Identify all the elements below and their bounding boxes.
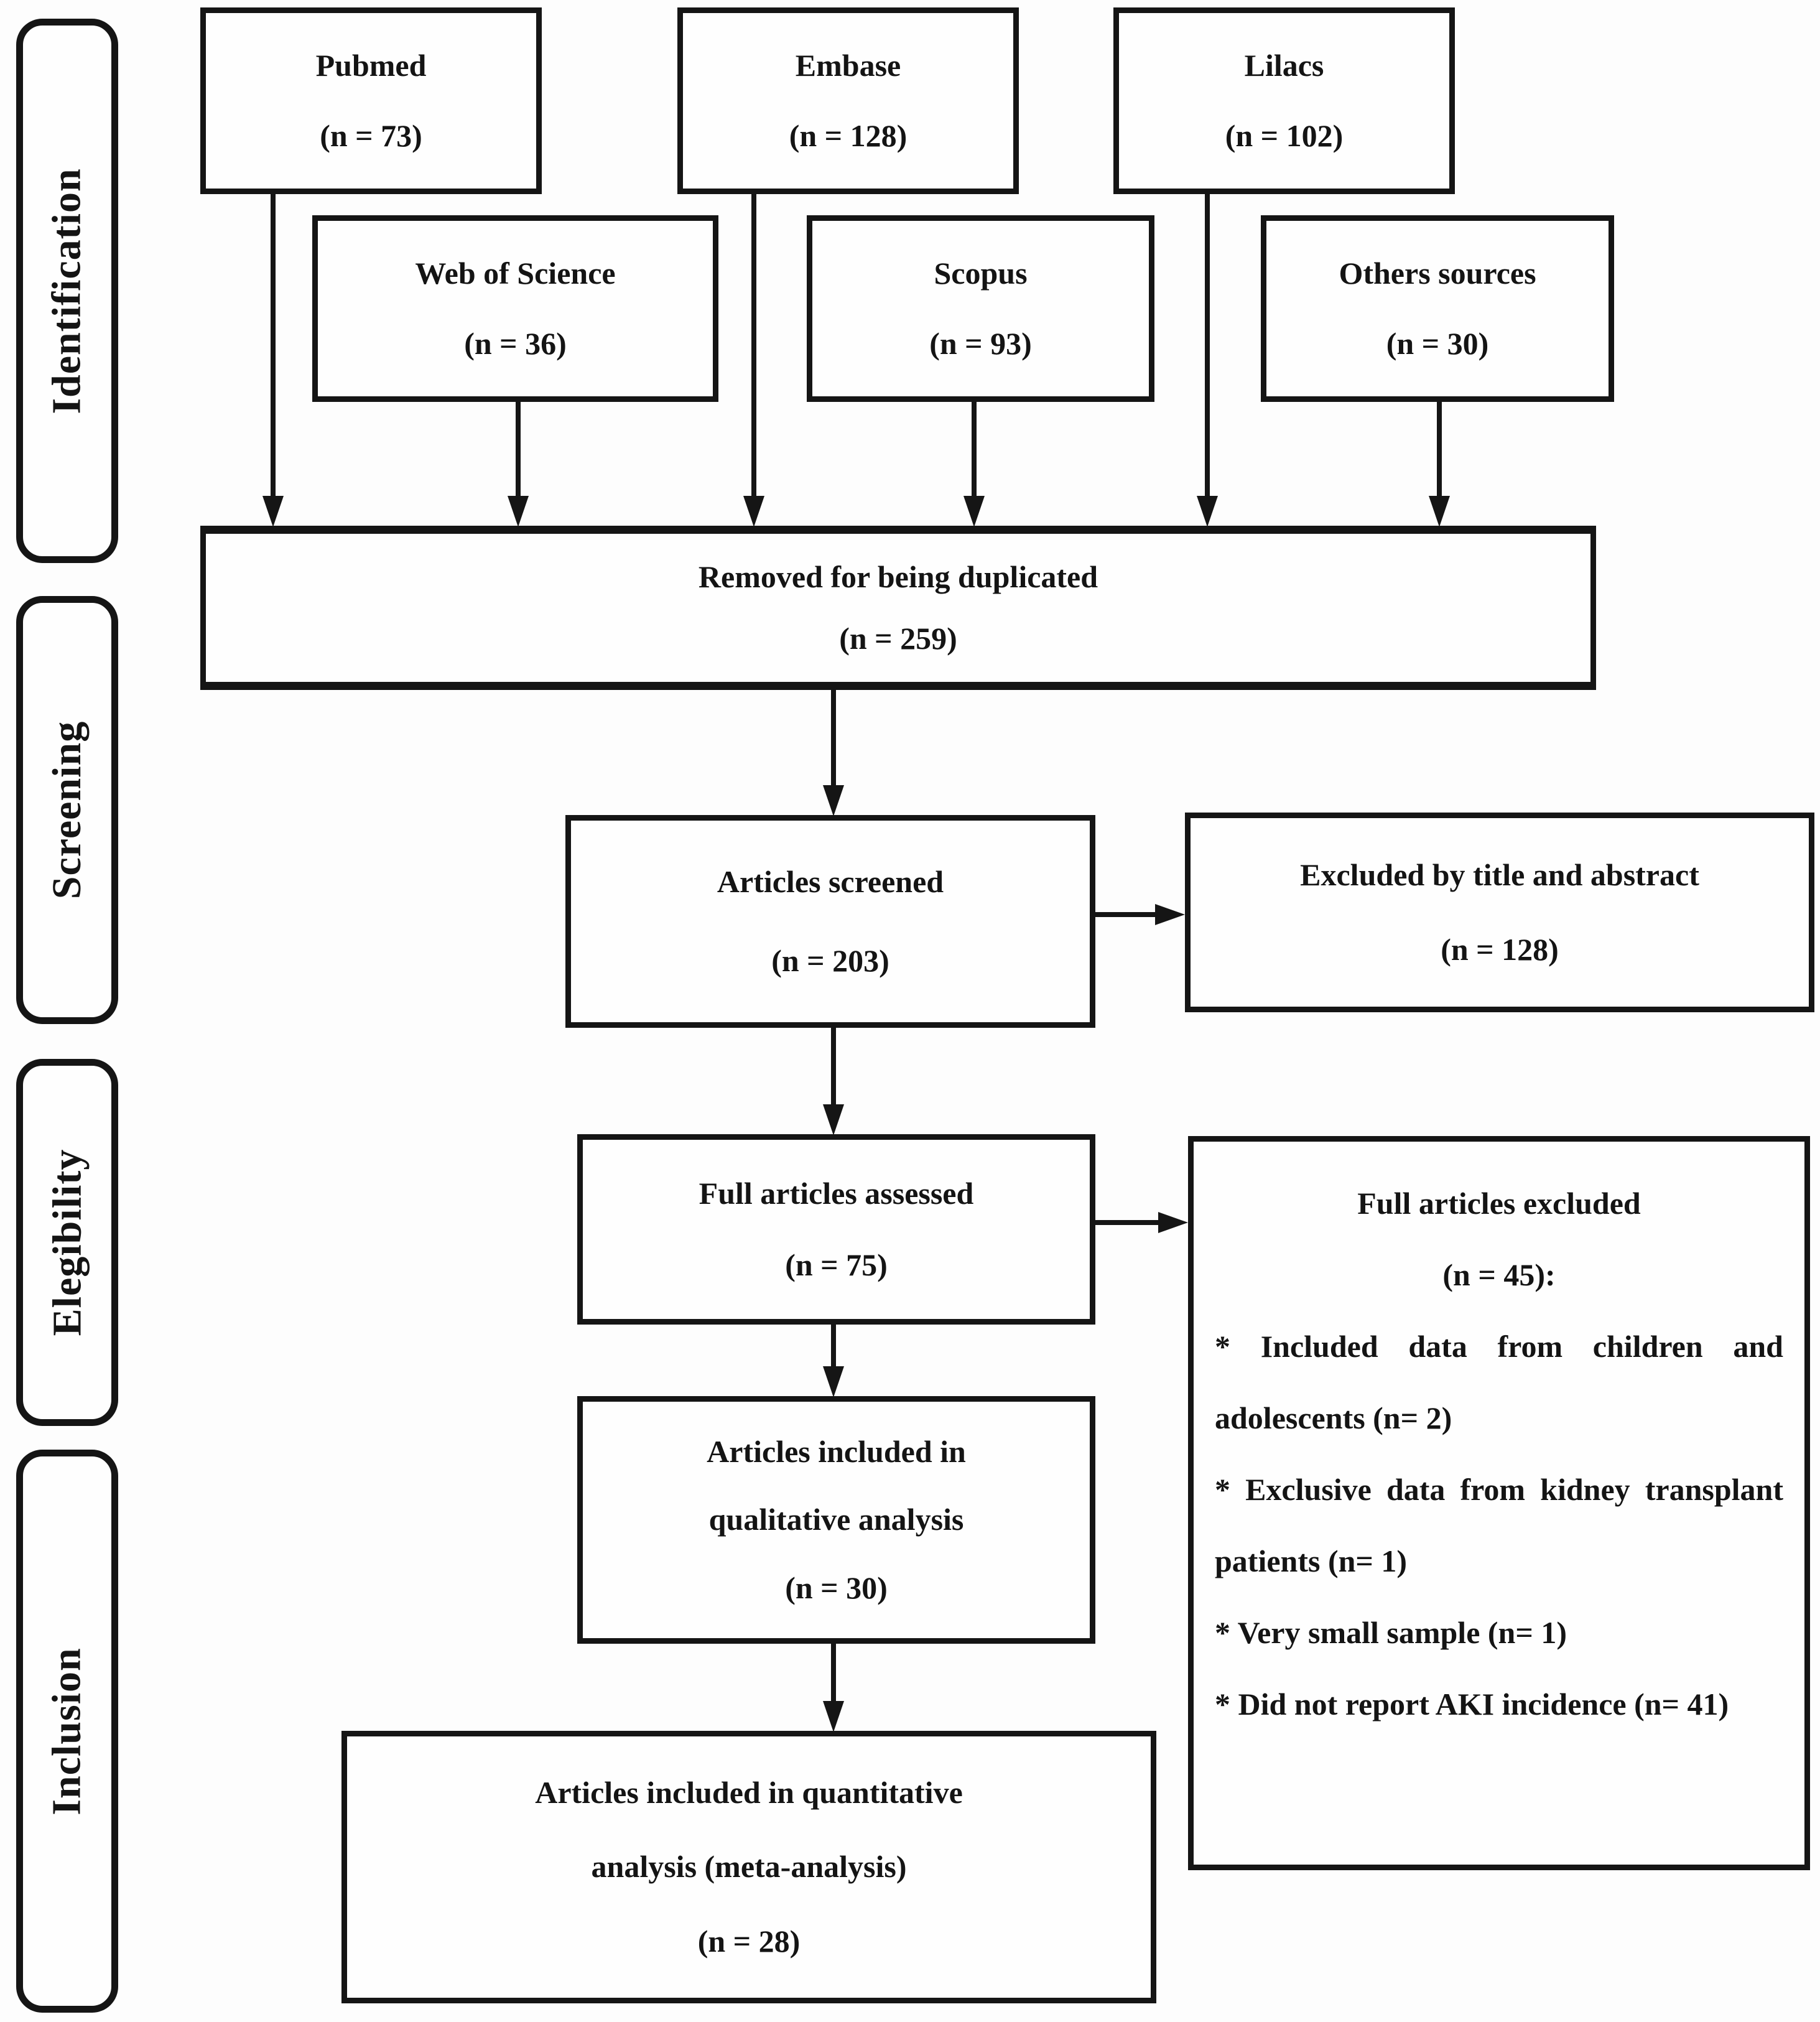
stage-screening-label: Screening xyxy=(44,720,90,900)
arrow-screened-to-excluded-head xyxy=(1155,904,1185,925)
arrow-removed-to-screened-line xyxy=(831,689,836,785)
box-full-articles-excluded: Full articles excluded (n = 45): * Inclu… xyxy=(1188,1136,1810,1870)
qualitative-analysis-line1: Articles included in xyxy=(707,1433,966,1469)
stage-elegibility-label: Elegibility xyxy=(44,1148,90,1336)
arrow-embase-down-line xyxy=(751,192,756,496)
arrow-removed-to-screened-head xyxy=(823,785,844,816)
removed-duplicates-count: (n = 259) xyxy=(839,620,957,656)
web-of-science-name: Web of Science xyxy=(415,255,616,291)
arrow-screened-to-excluded-line xyxy=(1094,912,1155,917)
box-scopus: Scopus (n = 93) xyxy=(807,215,1154,402)
embase-name: Embase xyxy=(795,47,901,83)
box-pubmed: Pubmed (n = 73) xyxy=(200,7,542,194)
stage-screening: Screening xyxy=(16,596,118,1024)
articles-screened-text: Articles screened xyxy=(717,864,944,899)
others-sources-count: (n = 30) xyxy=(1386,325,1489,361)
quantitative-analysis-line1: Articles included in quantitative xyxy=(535,1774,963,1810)
arrow-screened-to-assessed-line xyxy=(831,1027,836,1104)
arrow-lilacs-down-head xyxy=(1197,496,1218,527)
exclusion-reason-no-aki-incidence: * Did not report AKI incidence (n= 41) xyxy=(1215,1687,1729,1721)
full-articles-assessed-count: (n = 75) xyxy=(785,1247,888,1282)
qualitative-analysis-line2: qualitative analysis xyxy=(708,1502,964,1537)
box-embase: Embase (n = 128) xyxy=(677,7,1019,194)
arrow-qualitative-to-quantitative-head xyxy=(823,1701,844,1732)
arrow-pubmed-down-line xyxy=(271,192,276,496)
pubmed-name: Pubmed xyxy=(315,47,427,83)
excluded-title-abstract-count: (n = 128) xyxy=(1441,931,1559,967)
articles-screened-count: (n = 203) xyxy=(771,943,889,978)
web-of-science-count: (n = 36) xyxy=(464,325,567,361)
box-others-sources: Others sources (n = 30) xyxy=(1261,215,1614,402)
stage-inclusion: Inclusion xyxy=(16,1450,118,2013)
arrow-others-sources-down-line xyxy=(1437,401,1442,496)
full-articles-excluded-text: Full articles excluded xyxy=(1357,1186,1641,1221)
quantitative-analysis-line2: analysis (meta-analysis) xyxy=(591,1849,907,1885)
box-full-articles-assessed: Full articles assessed (n = 75) xyxy=(577,1134,1095,1325)
excluded-title-abstract-text: Excluded by title and abstract xyxy=(1300,857,1699,892)
box-qualitative-analysis: Articles included in qualitative analysi… xyxy=(577,1396,1095,1644)
arrow-web-of-science-down-head xyxy=(508,496,529,527)
arrow-others-sources-down-head xyxy=(1429,496,1450,527)
arrow-screened-to-assessed-head xyxy=(823,1104,844,1135)
stage-inclusion-label: Inclusion xyxy=(44,1647,90,1815)
arrow-scopus-down-line xyxy=(972,401,977,496)
pubmed-count: (n = 73) xyxy=(320,118,422,153)
removed-duplicates-text: Removed for being duplicated xyxy=(698,559,1098,594)
stage-elegibility: Elegibility xyxy=(16,1059,118,1426)
arrow-assessed-to-qualitative-line xyxy=(831,1323,836,1366)
qualitative-analysis-count: (n = 30) xyxy=(785,1570,888,1605)
arrow-embase-down-head xyxy=(743,496,764,527)
box-web-of-science: Web of Science (n = 36) xyxy=(312,215,718,402)
box-articles-screened: Articles screened (n = 203) xyxy=(565,815,1095,1028)
stage-identification: Identification xyxy=(16,19,118,563)
box-lilacs: Lilacs (n = 102) xyxy=(1113,7,1455,194)
quantitative-analysis-count: (n = 28) xyxy=(697,1923,801,1959)
arrow-assessed-to-qualitative-head xyxy=(823,1366,844,1397)
exclusion-reason-children: * Included data from children and adoles… xyxy=(1215,1329,1783,1435)
arrow-qualitative-to-quantitative-line xyxy=(831,1642,836,1701)
arrow-scopus-down-head xyxy=(963,496,985,527)
full-articles-excluded-count: (n = 45): xyxy=(1442,1257,1556,1292)
scopus-name: Scopus xyxy=(934,255,1028,291)
lilacs-name: Lilacs xyxy=(1244,47,1324,83)
embase-count: (n = 128) xyxy=(789,118,908,153)
exclusion-reason-transplant: * Exclusive data from kidney transplant … xyxy=(1215,1472,1783,1578)
others-sources-name: Others sources xyxy=(1339,255,1536,291)
exclusion-reason-small-sample: * Very small sample (n= 1) xyxy=(1215,1615,1567,1650)
arrow-web-of-science-down-line xyxy=(516,401,521,496)
full-articles-assessed-text: Full articles assessed xyxy=(699,1175,974,1211)
arrow-assessed-to-full-excluded-head xyxy=(1158,1212,1188,1233)
arrow-lilacs-down-line xyxy=(1205,192,1210,496)
scopus-count: (n = 93) xyxy=(929,325,1032,361)
box-excluded-title-abstract: Excluded by title and abstract (n = 128) xyxy=(1185,813,1814,1012)
stage-identification-label: Identification xyxy=(44,167,90,414)
box-quantitative-analysis: Articles included in quantitative analys… xyxy=(341,1731,1156,2003)
arrow-assessed-to-full-excluded-line xyxy=(1094,1220,1158,1225)
arrow-pubmed-down-head xyxy=(262,496,284,527)
lilacs-count: (n = 102) xyxy=(1225,118,1344,153)
box-removed-duplicates: Removed for being duplicated (n = 259) xyxy=(200,526,1596,690)
